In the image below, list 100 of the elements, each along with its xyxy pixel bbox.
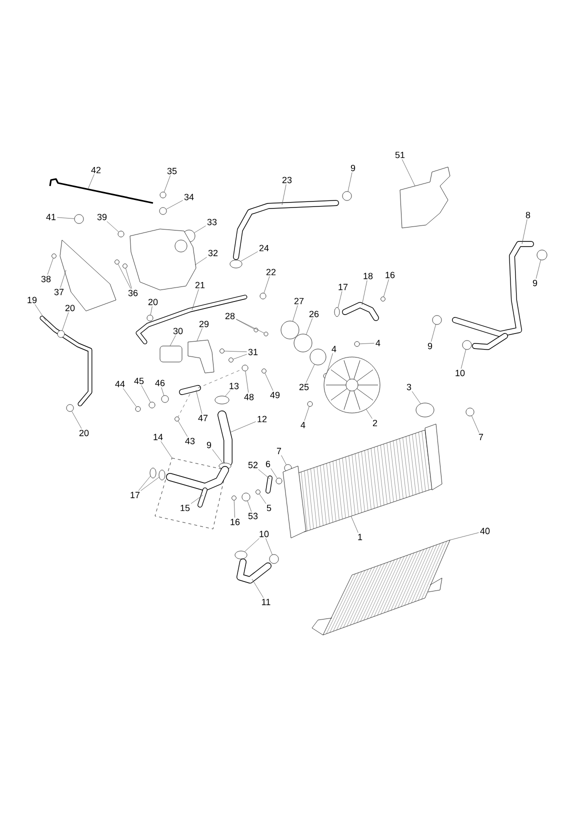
callout-number: 4 <box>332 346 336 352</box>
callout-number: 6 <box>266 460 270 468</box>
leader-line <box>360 342 374 344</box>
callout-number: 3 <box>406 384 412 390</box>
bolt <box>354 341 360 347</box>
callout-number: 53 <box>248 512 258 520</box>
dashed-line <box>198 369 242 388</box>
bolt <box>174 416 180 422</box>
hose-clamp <box>234 550 248 560</box>
callout-number: 10 <box>456 370 465 376</box>
bolt <box>254 328 258 332</box>
callout-number: 14 <box>154 434 163 440</box>
callout-number: 47 <box>198 414 208 422</box>
washer <box>148 402 156 408</box>
leader-line <box>236 319 254 330</box>
callout-number: 34 <box>184 194 194 200</box>
nut <box>74 214 84 224</box>
leader-line <box>383 279 389 297</box>
leader-line <box>240 251 258 262</box>
leader-line <box>138 476 151 491</box>
nut <box>159 207 167 215</box>
hose-drawing <box>179 385 201 395</box>
callout-number: 32 <box>208 250 218 256</box>
leader-line <box>122 388 137 408</box>
hose-clamp <box>214 396 230 404</box>
gasket <box>294 334 312 352</box>
leader-line <box>170 335 176 346</box>
nut <box>466 408 474 416</box>
leader-line <box>160 441 172 458</box>
hose-clamp <box>218 462 232 470</box>
hose-clamp <box>230 260 242 268</box>
o-ring <box>158 470 166 480</box>
nut <box>161 395 169 403</box>
gasket-drawing <box>160 346 182 362</box>
callout-number: 7 <box>276 448 282 454</box>
bolt <box>380 296 386 302</box>
hose-drawing <box>40 316 92 406</box>
leader-line <box>264 276 270 294</box>
callout-number: 51 <box>395 152 405 158</box>
o-ring <box>334 307 340 317</box>
callout-number: 33 <box>207 218 217 226</box>
bolt <box>52 254 56 258</box>
leader-line <box>266 538 272 555</box>
o-ring <box>150 468 156 478</box>
clip <box>118 230 124 238</box>
hose-drawing <box>452 241 534 350</box>
bolt <box>114 260 120 264</box>
leader-line <box>536 260 541 279</box>
leader-line <box>258 469 270 480</box>
leader-line <box>88 174 94 190</box>
leader-line <box>450 532 479 540</box>
leader-line <box>164 175 171 192</box>
callout-number: 20 <box>79 430 89 436</box>
callout-number: 22 <box>266 268 276 276</box>
callout-number: 16 <box>386 272 395 278</box>
hose-clamp <box>432 315 442 325</box>
leader-line <box>140 476 160 491</box>
callout-number: 2 <box>372 420 378 426</box>
leader-line <box>166 200 183 210</box>
callout-number: 31 <box>248 348 258 356</box>
hose-drawing <box>342 302 379 321</box>
bolt <box>220 348 224 354</box>
callout-number: 39 <box>97 214 107 220</box>
leader-line <box>62 312 69 331</box>
leader-line <box>190 494 204 504</box>
washer <box>276 478 282 484</box>
leader-line <box>306 364 315 383</box>
hose-drawing <box>236 558 272 584</box>
callout-number: 41 <box>46 214 56 220</box>
callout-number: 12 <box>258 416 267 422</box>
hose-clamp <box>269 554 279 564</box>
hose-drawing <box>266 476 272 494</box>
leader-line <box>230 421 256 432</box>
callout-number: 43 <box>185 438 195 444</box>
leader-line <box>236 318 264 334</box>
leader-line <box>225 390 230 396</box>
bolt <box>307 401 313 407</box>
callout-number: 13 <box>230 382 239 390</box>
leader-line <box>338 291 342 308</box>
elbow-fitting <box>242 364 248 372</box>
leader-line <box>72 411 82 429</box>
hose-clamp <box>342 191 352 201</box>
leader-line <box>362 280 368 306</box>
leader-line <box>47 258 54 275</box>
cap <box>416 402 434 418</box>
callout-number: 5 <box>266 504 272 512</box>
callout-number: 25 <box>299 384 309 390</box>
leader-line <box>245 370 249 393</box>
bolt <box>228 358 234 362</box>
callout-number: 49 <box>270 392 280 398</box>
bolt <box>256 490 260 494</box>
leader-line <box>471 416 480 433</box>
fan-drawing <box>324 356 380 414</box>
callout-number: 35 <box>167 168 177 174</box>
leader-line <box>141 385 151 402</box>
callout-number: 1 <box>358 534 362 540</box>
leader-line <box>522 219 528 244</box>
callout-number: 21 <box>195 282 205 288</box>
leader-line <box>270 468 278 479</box>
nut <box>66 404 74 412</box>
